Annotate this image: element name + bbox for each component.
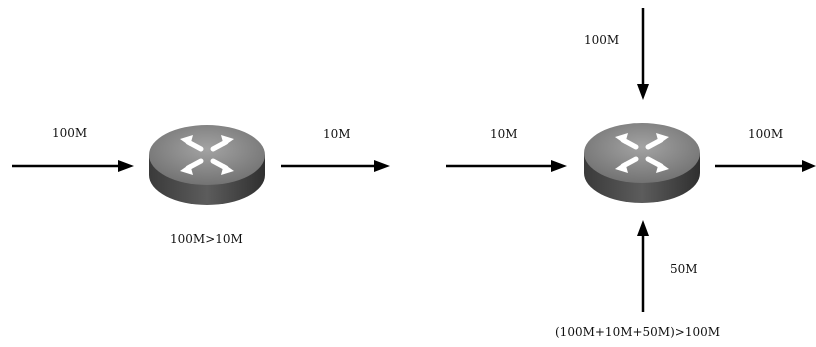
bottom-input-label: 50M	[670, 262, 698, 276]
diagram-caption: (100M+10M+50M)>100M	[555, 325, 720, 339]
input-label: 100M	[52, 126, 87, 140]
diagram-caption: 100M>10M	[170, 232, 243, 246]
diagram-1: 100M 10M 100M>10M	[12, 125, 390, 246]
left-input-label: 10M	[490, 127, 518, 141]
left-input-arrow	[446, 160, 567, 172]
bottom-input-arrow	[637, 220, 649, 312]
top-input-arrow	[637, 8, 649, 100]
output-label: 100M	[748, 127, 783, 141]
output-arrow	[715, 160, 816, 172]
output-label: 10M	[323, 127, 351, 141]
switch-icon	[149, 125, 265, 205]
diagram-2: 10M 100M 50M 100M (100M+10M+50M)>100M	[446, 8, 816, 339]
switch-icon	[584, 123, 700, 203]
top-input-label: 100M	[584, 33, 619, 47]
output-arrow	[281, 160, 390, 172]
input-arrow	[12, 160, 134, 172]
